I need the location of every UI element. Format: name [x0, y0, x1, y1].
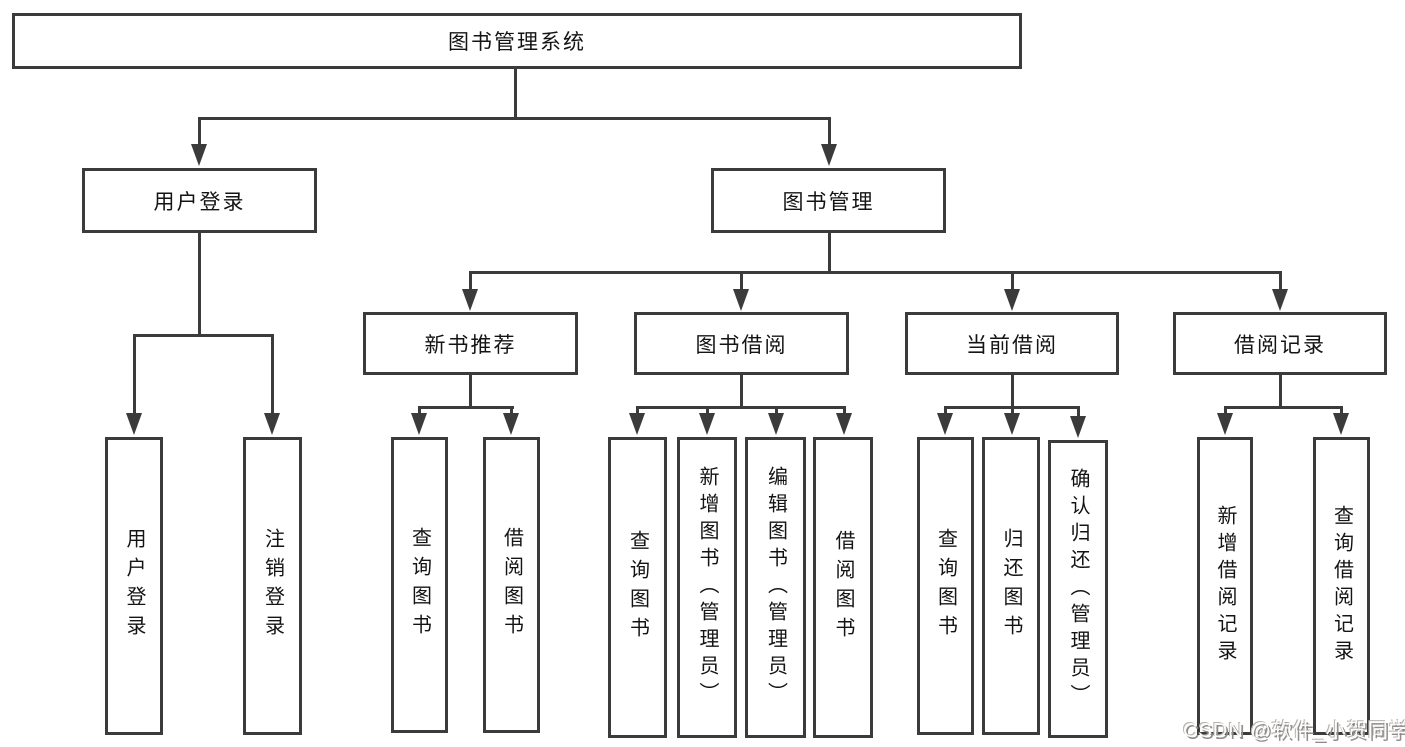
connector-drop	[1011, 271, 1014, 292]
connector-group-hline	[418, 406, 514, 409]
leaf-label: 归还图书	[1000, 528, 1022, 644]
connector-user-login-hline	[133, 334, 274, 337]
connector-drop	[843, 406, 846, 416]
connector-drop	[775, 406, 778, 416]
leaf-query-books-borrowing: 查询图书	[608, 437, 667, 738]
connector-drop	[133, 334, 136, 416]
leaf-label: 新增借阅记录	[1214, 505, 1236, 667]
csdn-watermark: CSDN @软件_小贺同学	[1183, 720, 1405, 742]
node-label: 用户登录	[153, 190, 246, 214]
connector-level1-hline	[198, 117, 831, 120]
leaf-add-borrow-record: 新增借阅记录	[1197, 437, 1253, 735]
connector-drop	[1077, 406, 1080, 418]
node-label: 新书推荐	[424, 333, 517, 357]
connector-group-stub	[1279, 375, 1282, 408]
arrowhead-down-icon	[1333, 413, 1349, 435]
leaf-label: 注销登录	[261, 528, 284, 644]
node-new-book-recommendation: 新书推荐	[363, 312, 578, 375]
node-label: 当前借阅	[966, 333, 1058, 357]
connector-drop	[1011, 406, 1014, 416]
arrowhead-down-icon	[1004, 289, 1020, 311]
arrowhead-down-icon	[1004, 413, 1020, 435]
leaf-label: 借阅图书	[500, 527, 523, 643]
connector-drop	[706, 406, 709, 416]
connector-drop	[1279, 271, 1282, 292]
leaf-label: 编辑图书（管理员）	[764, 466, 787, 709]
leaf-borrow-books: 借阅图书	[813, 437, 873, 738]
arrowhead-down-icon	[937, 413, 953, 435]
arrowhead-down-icon	[1217, 413, 1233, 435]
arrowhead-down-icon	[191, 144, 207, 166]
arrowhead-down-icon	[126, 413, 142, 435]
leaf-label: 查询图书	[934, 528, 957, 644]
connector-book-mgmt-drop	[828, 117, 831, 147]
node-user-login: 用户登录	[82, 168, 317, 233]
connector-group-stub	[469, 375, 472, 408]
connector-drop	[1340, 406, 1343, 416]
connector-drop	[636, 406, 639, 416]
connector-drop	[469, 271, 472, 292]
connector-drop	[740, 271, 743, 292]
arrowhead-down-icon	[629, 413, 645, 435]
node-book-borrowing: 图书借阅	[634, 312, 849, 375]
leaf-query-borrow-record: 查询借阅记录	[1313, 437, 1370, 735]
node-label: 图书管理系统	[448, 31, 586, 54]
node-label: 借阅记录	[1234, 333, 1326, 357]
connector-level3-hline	[469, 271, 1282, 274]
leaf-query-books-recommend: 查询图书	[391, 437, 448, 733]
node-current-borrowing: 当前借阅	[905, 312, 1119, 375]
connector-group-stub	[1011, 375, 1014, 408]
leaf-label: 查询借阅记录	[1330, 505, 1353, 667]
connector-book-mgmt-stub	[828, 233, 831, 273]
arrowhead-down-icon	[821, 144, 837, 166]
leaf-borrow-books-recommend: 借阅图书	[483, 437, 540, 733]
leaf-label: 查询图书	[408, 527, 431, 643]
node-library-management-system: 图书管理系统	[12, 13, 1022, 69]
connector-drop	[1224, 406, 1227, 416]
node-borrowing-records: 借阅记录	[1173, 312, 1387, 375]
leaf-label: 借阅图书	[832, 529, 854, 646]
arrowhead-down-icon	[1272, 289, 1288, 311]
leaf-user-login: 用户登录	[105, 437, 163, 735]
connector-drop	[271, 334, 274, 416]
arrowhead-down-icon	[462, 289, 478, 311]
arrowhead-down-icon	[768, 413, 784, 435]
connector-group-hline	[636, 406, 846, 409]
leaf-edit-book-admin: 编辑图书（管理员）	[745, 437, 806, 738]
connector-root-stub	[514, 69, 517, 119]
connector-drop	[944, 406, 947, 416]
leaf-label: 确认归还（管理员）	[1067, 467, 1089, 711]
arrowhead-down-icon	[411, 413, 427, 435]
arrowhead-down-icon	[699, 413, 715, 435]
leaf-query-books-current: 查询图书	[917, 437, 974, 735]
leaf-return-books: 归还图书	[982, 437, 1040, 735]
node-book-management: 图书管理	[711, 168, 946, 233]
connector-user-login-stub	[198, 233, 201, 336]
node-label: 图书管理	[782, 190, 875, 214]
connector-drop	[510, 406, 513, 416]
arrowhead-down-icon	[503, 413, 519, 435]
connector-drop	[418, 406, 421, 416]
leaf-label: 用户登录	[123, 528, 145, 644]
arrowhead-down-icon	[1070, 416, 1086, 438]
leaf-add-book-admin: 新增图书（管理员）	[677, 437, 737, 738]
leaf-confirm-return-admin: 确认归还（管理员）	[1048, 440, 1108, 738]
arrowhead-down-icon	[836, 413, 852, 435]
connector-group-hline	[1224, 406, 1343, 409]
leaf-label: 新增图书（管理员）	[696, 466, 718, 709]
connector-user-login-drop	[198, 117, 201, 147]
leaf-logout: 注销登录	[243, 437, 302, 735]
arrowhead-down-icon	[264, 413, 280, 435]
node-label: 图书借阅	[695, 333, 788, 357]
arrowhead-down-icon	[733, 289, 749, 311]
leaf-label: 查询图书	[626, 529, 649, 646]
connector-group-stub	[740, 375, 743, 408]
